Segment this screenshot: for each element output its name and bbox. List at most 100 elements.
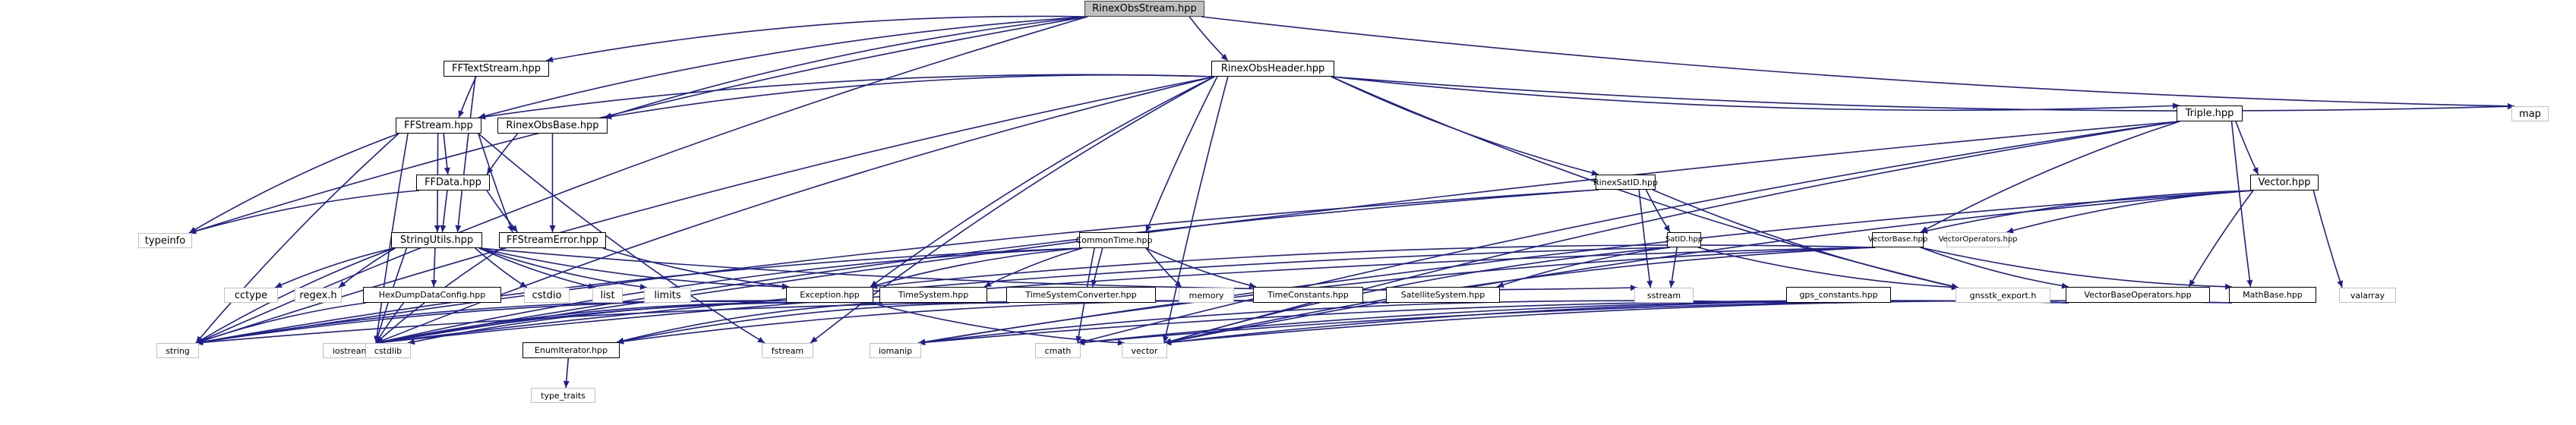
edge-FFStream-to-string (195, 133, 399, 344)
node-iomanip[interactable]: iomanip (870, 343, 921, 358)
edge-SatelliteSystem-to-EnumIterator (616, 300, 1390, 343)
node-TimeConstants[interactable]: TimeConstants.hpp (1253, 287, 1363, 303)
node-vector[interactable]: vector (1122, 343, 1167, 358)
edge-TimeSystem-to-iostream (375, 301, 883, 344)
node-cctype[interactable]: cctype (224, 288, 278, 303)
edge-RinexObsHeader-to-CommonTime (1145, 76, 1218, 233)
node-type_traits[interactable]: type_traits (531, 388, 595, 403)
edge-Vector-to-vector (1163, 190, 2254, 344)
node-label: TimeSystemConverter.hpp (1025, 290, 1137, 300)
edge-FFTextStream-to-FFStream (458, 76, 477, 118)
node-Vector[interactable]: Vector.hpp (2250, 175, 2319, 190)
node-StringUtils[interactable]: StringUtils.hpp (391, 232, 482, 248)
node-valarray[interactable]: valarray (2339, 288, 2396, 303)
edge-arrowhead (189, 226, 197, 233)
edge-arrowhead (810, 336, 818, 343)
node-label: sstream (1646, 290, 1681, 301)
node-HexDumpDataConfig[interactable]: HexDumpDataConfig.hpp (363, 287, 501, 303)
node-iostream[interactable]: iostream (323, 343, 379, 358)
node-label: VectorBaseOperators.hpp (2084, 290, 2192, 300)
node-cstdio[interactable]: cstdio (524, 288, 570, 303)
edge-arrowhead (757, 336, 765, 343)
node-label: VectorBase.hpp (1867, 235, 1928, 244)
node-typeinfo[interactable]: typeinfo (138, 233, 192, 248)
node-list[interactable]: list (592, 288, 623, 303)
edge-arrowhead (2337, 280, 2344, 288)
node-label: FFStream.hpp (404, 120, 473, 131)
node-label: type_traits (541, 390, 586, 401)
node-RinexObsBase[interactable]: RinexObsBase.hpp (497, 118, 608, 134)
edge-RinexObsStream-to-RinexObsBase (604, 16, 1088, 118)
edge-arrowhead (431, 279, 437, 287)
node-VectorBaseOperators[interactable]: VectorBaseOperators.hpp (2066, 287, 2210, 303)
node-label: Exception.hpp (800, 290, 860, 300)
edge-RinexSatID-to-sstream (1638, 189, 1652, 288)
node-label: HexDumpDataConfig.hpp (378, 290, 486, 300)
node-label: gps_constants.hpp (1799, 290, 1878, 300)
node-FFStream[interactable]: FFStream.hpp (396, 118, 481, 134)
node-memory[interactable]: memory (1179, 288, 1234, 303)
node-TimeSystemConverter[interactable]: TimeSystemConverter.hpp (1006, 287, 1156, 303)
edge-arrowhead (458, 110, 465, 118)
node-EnumIterator[interactable]: EnumIterator.hpp (522, 342, 620, 358)
node-map[interactable]: map (2511, 106, 2549, 121)
edge-Vector-to-VectorBaseOperators (2188, 190, 2254, 288)
node-RinexSatID[interactable]: RinexSatID.hpp (1593, 175, 1658, 190)
edge-RinexObsStream-to-typeinfo (188, 16, 1088, 234)
node-Triple[interactable]: Triple.hpp (2177, 105, 2243, 121)
edge-RinexObsHeader-to-map (1331, 76, 2515, 112)
node-label: typeinfo (144, 235, 186, 247)
node-label: cstdio (532, 289, 562, 301)
edge-CommonTime-to-TimeConstants (1145, 247, 1257, 288)
node-cstdlib[interactable]: cstdlib (365, 343, 411, 358)
edge-FFTextStream-to-StringUtils (456, 76, 476, 233)
node-label: RinexObsStream.hpp (1092, 3, 1197, 14)
node-CommonTime[interactable]: CommonTime.hpp (1076, 232, 1152, 248)
node-label: cctype (234, 289, 268, 301)
node-FFData[interactable]: FFData.hpp (416, 175, 490, 190)
node-regexh[interactable]: regex.h (295, 288, 342, 303)
edge-StringUtils-to-limits (478, 247, 648, 288)
edge-CommonTime-to-TimeSystemConverter (1091, 247, 1103, 288)
node-TimeSystem[interactable]: TimeSystem.hpp (879, 287, 987, 303)
node-gps_constants[interactable]: gps_constants.hpp (1786, 287, 1891, 303)
node-fstream[interactable]: fstream (762, 343, 813, 358)
edge-arrowhead (2189, 279, 2196, 287)
node-limits[interactable]: limits (644, 288, 691, 303)
node-MathBase[interactable]: MathBase.hpp (2229, 287, 2316, 303)
edge-arrowhead (1646, 280, 1653, 288)
edge-HexDumpDataConfig-to-iostream (375, 302, 405, 344)
node-label: CommonTime.hpp (1075, 235, 1153, 245)
edge-RinexObsHeader-to-string (195, 76, 1215, 344)
edge-SatID-to-sstream (1670, 247, 1678, 288)
edge-RinexObsHeader-to-fstream (810, 76, 1215, 344)
node-label: iomanip (878, 345, 913, 356)
edge-arrowhead (374, 335, 381, 343)
node-RinexObsHeader[interactable]: RinexObsHeader.hpp (1211, 61, 1334, 77)
node-SatelliteSystem[interactable]: SatelliteSystem.hpp (1386, 287, 1500, 303)
node-FFStreamError[interactable]: FFStreamError.hpp (499, 232, 606, 248)
node-Exception[interactable]: Exception.hpp (786, 287, 873, 303)
node-VectorBase[interactable]: VectorBase.hpp (1868, 232, 1927, 247)
edge-StringUtils-to-cctype (274, 247, 395, 288)
edge-Exception-to-cstdlib (407, 302, 790, 344)
edge-arrowhead (519, 281, 527, 288)
edge-arrowhead (376, 336, 384, 343)
node-cmath[interactable]: cmath (1035, 343, 1081, 358)
node-VectorOperators[interactable]: VectorOperators.hpp (1938, 232, 2018, 247)
edge-StringUtils-to-HexDumpDataConfig (433, 247, 436, 288)
node-RinexObsStream[interactable]: RinexObsStream.hpp (1084, 1, 1204, 17)
edge-StringUtils-to-cstdio (475, 247, 528, 288)
edge-RinexObsHeader-to-RinexObsBase (604, 74, 1215, 118)
node-SatID[interactable]: SatID.hpp (1665, 232, 1703, 247)
edge-VectorBase-to-Exception (870, 244, 1876, 288)
node-FFTextStream[interactable]: FFTextStream.hpp (444, 61, 549, 77)
edge-gps_constants-to-iomanip (917, 300, 1790, 344)
node-gnsstk_export[interactable]: gnsstk_export.h (1956, 288, 2050, 303)
edge-arrowhead (434, 225, 440, 232)
node-sstream[interactable]: sstream (1634, 288, 1694, 303)
node-string[interactable]: string (156, 343, 199, 358)
edge-arrowhead (1921, 226, 1928, 232)
edge-RinexObsStream-to-FFTextStream (545, 15, 1088, 61)
